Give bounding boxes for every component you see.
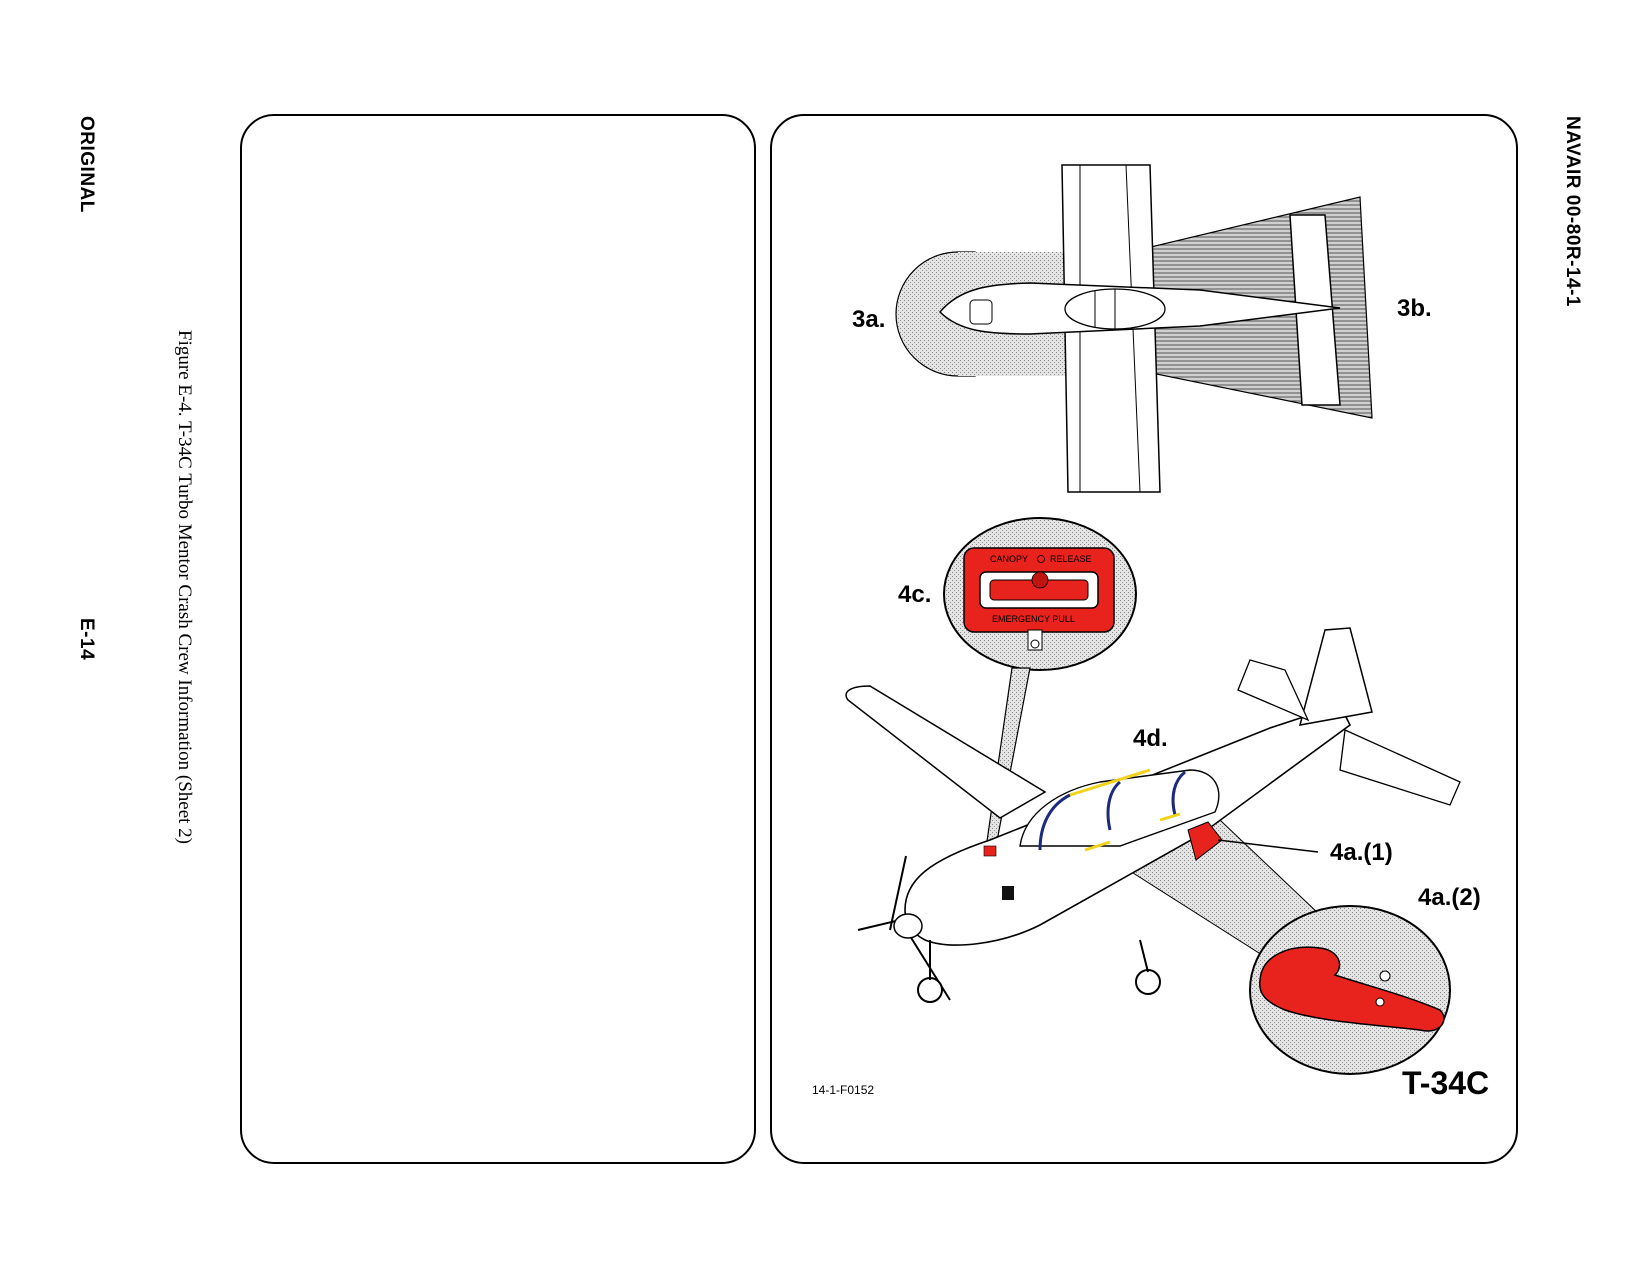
callout-4a2: 4a.(2) <box>1418 884 1481 911</box>
canopy-release-location <box>983 845 997 857</box>
callout-3b: 3b. <box>1397 295 1432 322</box>
main-gear-wheel <box>1135 969 1161 995</box>
canopy-release-inset: CANOPY RELEASE EMERGENCY PULL 4c. <box>898 517 1137 863</box>
right-stabilizer <box>1339 729 1461 806</box>
top-view-diagram: 3a. 3b. <box>852 164 1432 493</box>
canopy-frame-yellow <box>1069 768 1151 797</box>
propeller <box>889 855 907 931</box>
figure-id: 14-1-F0152 <box>812 1083 874 1097</box>
aircraft-model-label: T-34C <box>1402 1065 1489 1101</box>
canopy-frame-blue <box>1038 793 1071 851</box>
left-stabilizer <box>1237 659 1310 722</box>
external-handle-inset: 4a.(2) <box>1249 884 1481 1075</box>
nose-gear-wheel <box>917 977 943 1003</box>
release-label-text: RELEASE <box>1050 554 1092 564</box>
vertical-tail <box>1298 627 1373 726</box>
callout-4a1: 4a.(1) <box>1330 839 1393 866</box>
propeller-danger-zone <box>895 251 976 377</box>
canopy-release-indicator <box>1037 555 1045 563</box>
callout-3a: 3a. <box>852 306 885 333</box>
blank-left-panel <box>240 114 756 1164</box>
callout-4d: 4d. <box>1133 725 1168 752</box>
canopy <box>1019 769 1220 847</box>
external-release-handle <box>1258 946 1445 1032</box>
aircraft-perspective-view: 4d. 4a.(1) <box>845 627 1461 1003</box>
canopy-label-text: CANOPY <box>990 554 1028 564</box>
callout-4c: 4c. <box>898 581 931 608</box>
left-wing <box>845 685 1047 819</box>
emergency-pull-text: EMERGENCY PULL <box>992 614 1075 624</box>
